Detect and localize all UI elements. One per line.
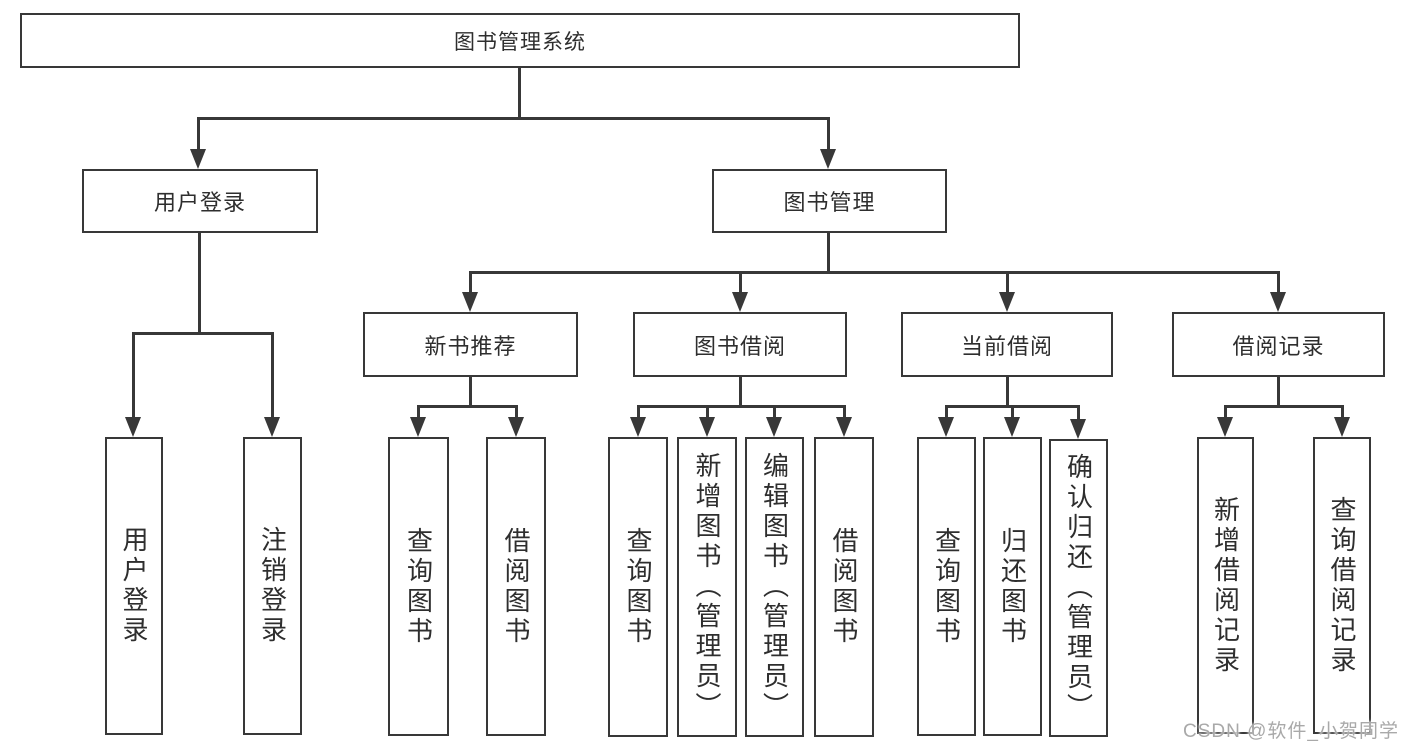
arrowhead-down-icon: [462, 292, 478, 312]
leaf-query-books-recommend-label: 查询图书: [403, 526, 434, 647]
node-new-book-recommend-label: 新书推荐: [424, 333, 517, 359]
node-book-borrow-label: 图书借阅: [693, 333, 786, 359]
arrowhead-down-icon: [630, 417, 646, 437]
node-book-borrow: 图书借阅: [633, 312, 847, 377]
arrowhead-down-icon: [1334, 417, 1350, 437]
leaf-logout: 注销登录: [243, 437, 302, 735]
leaf-query-borrow-record-label: 查询借阅记录: [1327, 495, 1357, 676]
leaf-query-borrow-record: 查询借阅记录: [1313, 437, 1371, 734]
leaf-user-login-label: 用户登录: [119, 526, 149, 646]
connector-line: [706, 405, 709, 419]
connector-line: [827, 233, 830, 274]
connector-line: [739, 377, 742, 408]
node-root: 图书管理系统: [20, 13, 1020, 68]
leaf-return-book: 归还图书: [983, 437, 1042, 736]
leaf-add-borrow-record: 新增借阅记录: [1197, 437, 1254, 734]
arrowhead-down-icon: [1004, 417, 1020, 437]
leaf-confirm-return-admin-label: 确认归还（管理员）: [1063, 453, 1094, 723]
node-book-management-label: 图书管理: [783, 190, 876, 215]
connector-line: [197, 117, 830, 120]
connector-line: [1224, 405, 1344, 408]
node-user-login: 用户登录: [82, 169, 318, 233]
connector-line: [198, 233, 201, 335]
leaf-query-books-recommend: 查询图书: [388, 437, 449, 736]
connector-line: [417, 405, 420, 419]
node-current-borrow-label: 当前借阅: [960, 333, 1053, 359]
arrowhead-down-icon: [508, 417, 524, 437]
arrowhead-down-icon: [410, 417, 426, 437]
node-book-management: 图书管理: [712, 169, 947, 233]
connector-line: [271, 332, 274, 418]
node-new-book-recommend: 新书推荐: [363, 312, 578, 377]
leaf-query-books-current: 查询图书: [917, 437, 976, 736]
connector-line: [132, 332, 274, 335]
connector-line: [417, 405, 518, 408]
node-user-login-label: 用户登录: [153, 190, 246, 215]
connector-line: [1006, 377, 1009, 408]
leaf-return-book-label: 归还图书: [997, 526, 1028, 647]
arrowhead-down-icon: [820, 149, 836, 169]
node-borrow-records-label: 借阅记录: [1232, 333, 1325, 359]
connector-line: [197, 117, 200, 151]
connector-line: [739, 271, 742, 293]
node-root-label: 图书管理系统: [454, 30, 586, 54]
arrowhead-down-icon: [264, 417, 280, 437]
connector-line: [1341, 405, 1344, 419]
connector-line: [518, 68, 521, 120]
arrowhead-down-icon: [836, 417, 852, 437]
leaf-edit-book-admin-label: 编辑图书（管理员）: [759, 452, 790, 722]
connector-line: [1006, 271, 1009, 293]
connector-line: [1277, 377, 1280, 408]
arrowhead-down-icon: [1217, 417, 1233, 437]
arrowhead-down-icon: [938, 417, 954, 437]
connector-line: [132, 332, 135, 418]
connector-line: [827, 117, 830, 151]
leaf-borrow-books-label: 借阅图书: [829, 527, 859, 647]
connector-line: [773, 405, 776, 419]
leaf-add-borrow-record-label: 新增借阅记录: [1210, 495, 1241, 676]
leaf-borrow-books-recommend: 借阅图书: [486, 437, 546, 736]
arrowhead-down-icon: [699, 417, 715, 437]
connector-line: [515, 405, 518, 419]
connector-line: [637, 405, 640, 419]
leaf-query-books-borrow-label: 查询图书: [623, 527, 653, 647]
connector-line: [1277, 271, 1280, 293]
connector-line: [1224, 405, 1227, 419]
node-borrow-records: 借阅记录: [1172, 312, 1385, 377]
leaf-edit-book-admin: 编辑图书（管理员）: [745, 437, 804, 737]
arrowhead-down-icon: [1270, 292, 1286, 312]
connector-line: [945, 405, 948, 419]
leaf-borrow-books-recommend-label: 借阅图书: [501, 526, 531, 647]
connector-line: [637, 405, 845, 408]
connector-line: [469, 271, 472, 293]
arrowhead-down-icon: [999, 292, 1015, 312]
arrowhead-down-icon: [125, 417, 141, 437]
csdn-watermark: CSDN @软件_小贺同学: [1183, 721, 1399, 742]
leaf-user-login: 用户登录: [105, 437, 163, 735]
leaf-borrow-books: 借阅图书: [814, 437, 874, 737]
leaf-query-books-borrow: 查询图书: [608, 437, 668, 737]
arrowhead-down-icon: [732, 292, 748, 312]
node-current-borrow: 当前借阅: [901, 312, 1113, 377]
connector-line: [1077, 405, 1080, 421]
leaf-logout-label: 注销登录: [257, 526, 288, 646]
arrowhead-down-icon: [1070, 419, 1086, 439]
leaf-add-book-admin-label: 新增图书（管理员）: [692, 452, 722, 722]
leaf-confirm-return-admin: 确认归还（管理员）: [1049, 439, 1108, 737]
arrowhead-down-icon: [190, 149, 206, 169]
arrowhead-down-icon: [766, 417, 782, 437]
connector-line: [469, 377, 472, 408]
leaf-add-book-admin: 新增图书（管理员）: [677, 437, 737, 737]
connector-line: [469, 271, 1280, 274]
connector-line: [1011, 405, 1014, 419]
leaf-query-books-current-label: 查询图书: [931, 526, 962, 647]
connector-line: [843, 405, 846, 419]
